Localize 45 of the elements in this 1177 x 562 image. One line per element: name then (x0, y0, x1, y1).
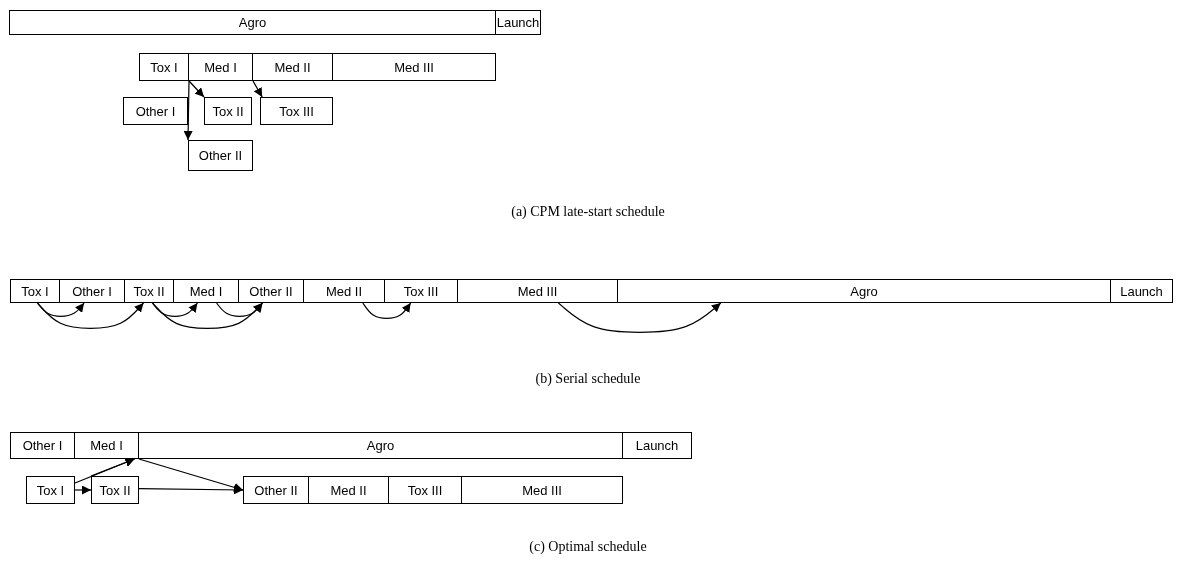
task-bar: Other II (243, 476, 309, 504)
arrow (362, 302, 412, 319)
task-bar: Tox III (260, 97, 333, 125)
arrow (138, 485, 244, 495)
task-bar: Med III (461, 476, 623, 504)
arrow (215, 302, 264, 317)
arrow (252, 80, 263, 98)
task-bar: Other II (188, 140, 253, 171)
caption: (b) Serial schedule (535, 371, 641, 387)
task-bar: Tox III (384, 279, 458, 303)
caption: (c) Optimal schedule (529, 539, 647, 555)
task-bar: Other I (10, 432, 75, 459)
task-bar: Tox I (139, 53, 189, 81)
arrow (90, 458, 136, 477)
arrow (36, 302, 145, 329)
caption: (a) CPM late-start schedule (511, 204, 665, 220)
arrow (188, 80, 205, 98)
task-bar: Launch (1110, 279, 1173, 303)
task-bar: Agro (9, 10, 496, 35)
task-bar: Other I (59, 279, 125, 303)
task-bar: Med III (332, 53, 496, 81)
task-bar: Launch (495, 10, 541, 35)
task-bar: Tox II (204, 97, 252, 125)
task-bar: Med II (252, 53, 333, 81)
task-bar: Agro (617, 279, 1111, 303)
task-bar: Tox I (26, 476, 75, 504)
task-bar: Other I (123, 97, 188, 125)
task-bar: Med I (188, 53, 253, 81)
arrow (557, 302, 722, 333)
task-bar: Med I (74, 432, 139, 459)
task-bar: Med II (308, 476, 389, 504)
task-bar: Agro (138, 432, 623, 459)
arrow (74, 485, 92, 495)
task-bar: Med III (457, 279, 618, 303)
task-bar: Med II (303, 279, 385, 303)
task-bar: Tox I (10, 279, 60, 303)
task-bar: Med I (173, 279, 239, 303)
task-bar: Tox II (91, 476, 139, 504)
task-bar: Tox III (388, 476, 462, 504)
arrow (183, 80, 193, 141)
task-bar: Tox II (124, 279, 174, 303)
task-bar: Other II (238, 279, 304, 303)
arrow (138, 458, 244, 492)
task-bar: Launch (622, 432, 692, 459)
arrow (151, 302, 198, 317)
